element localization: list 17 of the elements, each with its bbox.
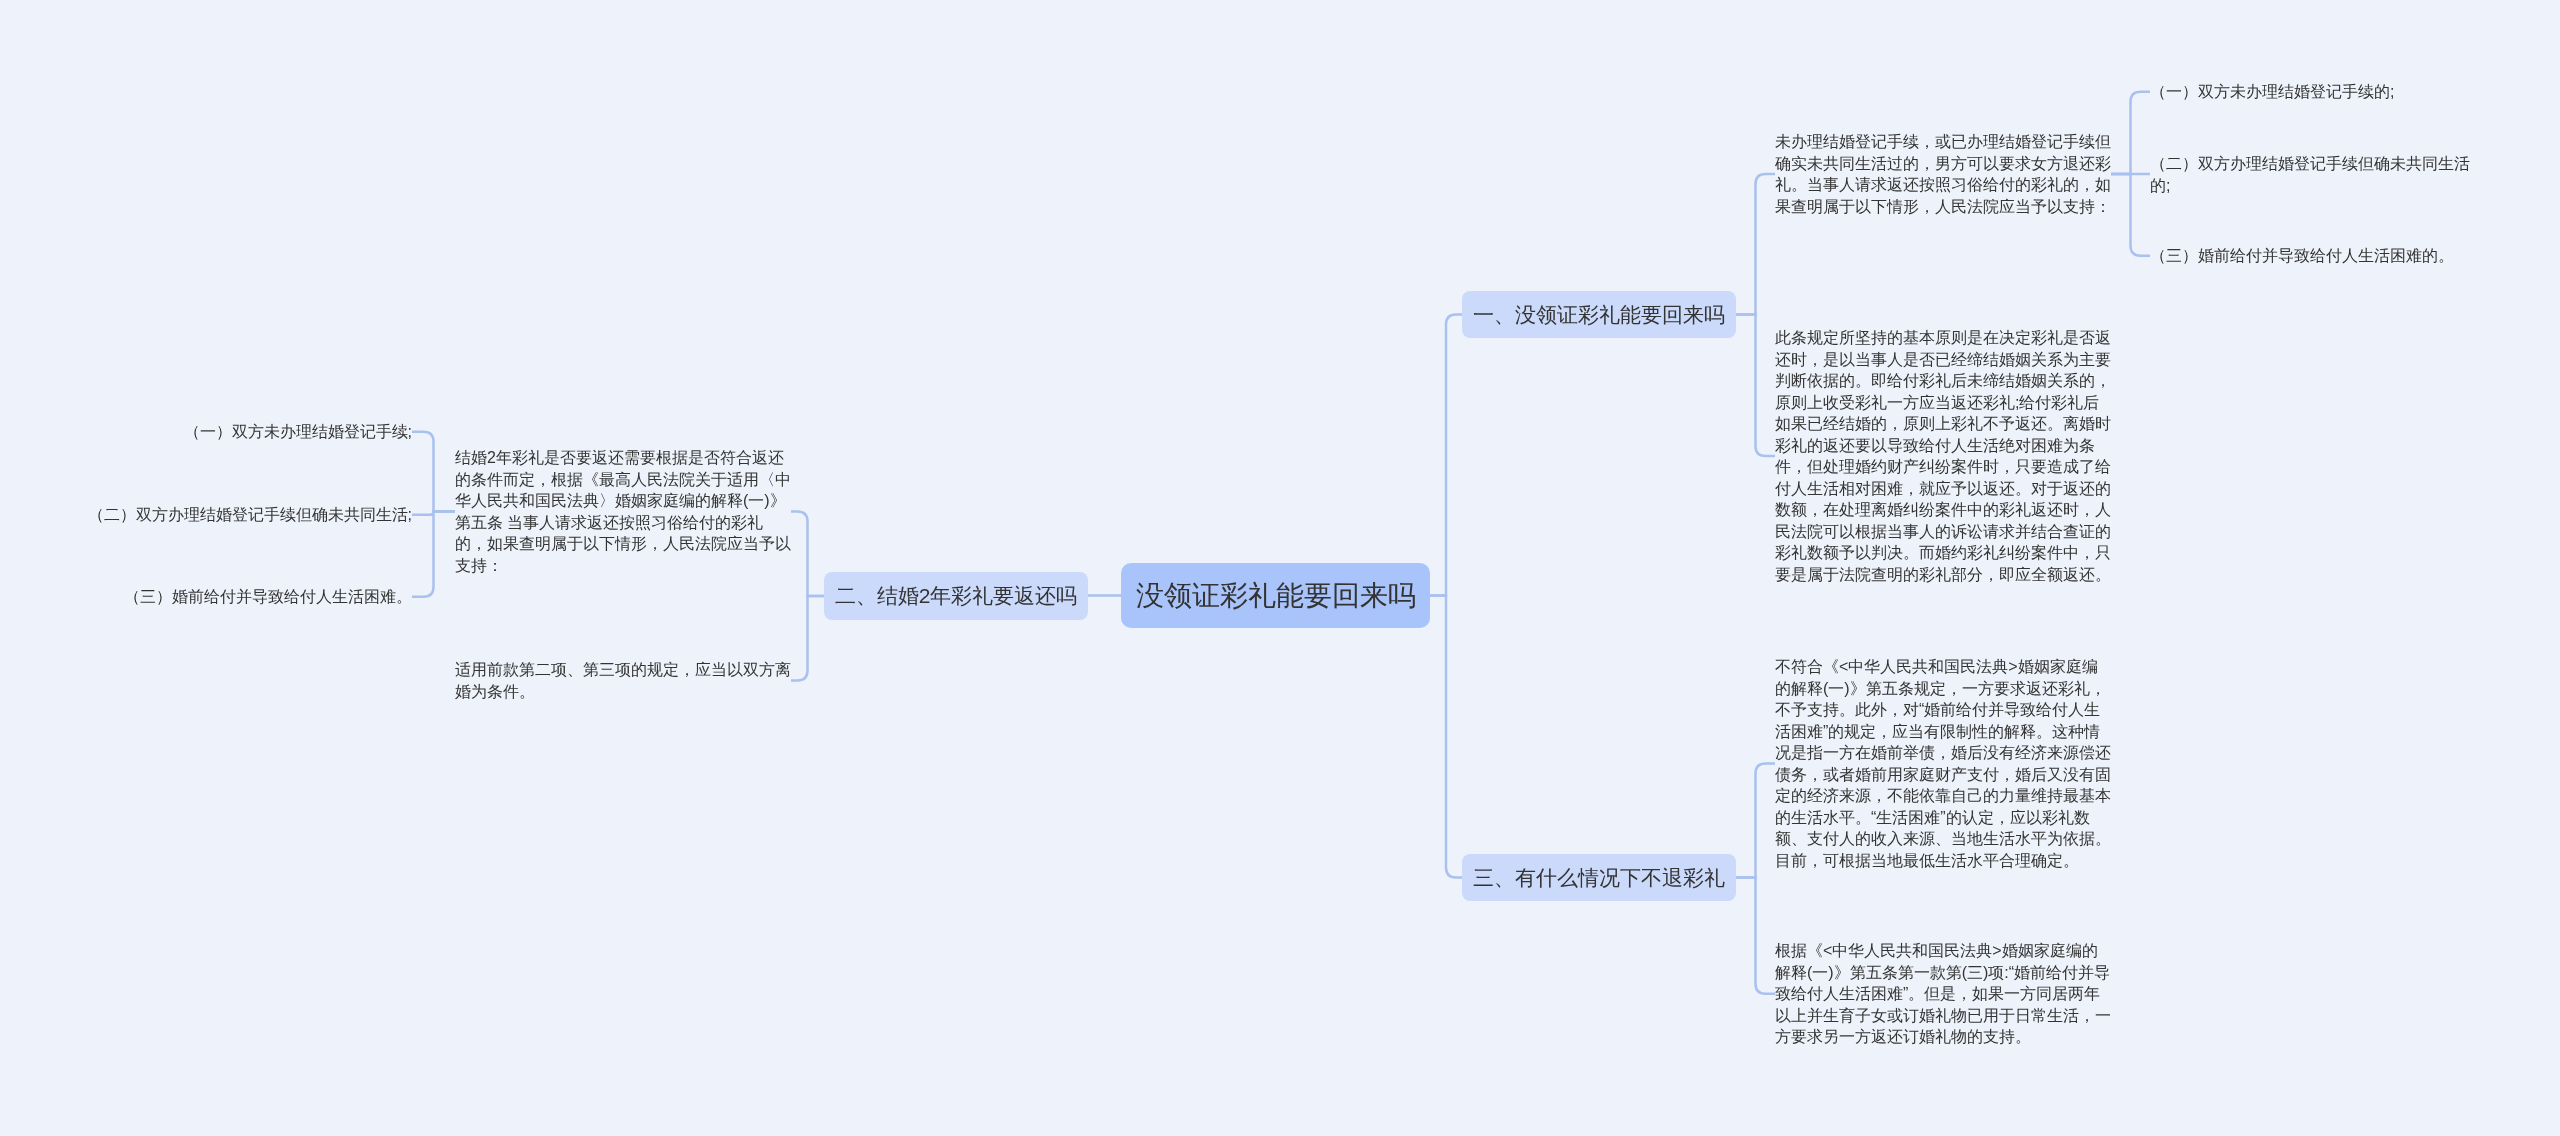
topic-box: 三、有什么情况下不退彩礼 <box>1462 854 1736 901</box>
central-topic-box: 没领证彩礼能要回来吗 <box>1121 563 1430 628</box>
note-text: （三）婚前给付并导致给付人生活困难的。 <box>2150 245 2454 267</box>
note-text: （一）双方未办理结婚登记手续的; <box>2150 81 2395 103</box>
note-text: 未办理结婚登记手续，或已办理结婚登记手续但确实未共同生活过的，男方可以要求女方退还彩礼。当事人请求返还按照习俗给付的彩礼的，如果查明属于以下情形，人民法院应当予以支持： <box>1775 131 2111 217</box>
note-text: （二）双方办理结婚登记手续但确未共同生活的; <box>2150 153 2490 196</box>
note-text: （三）婚前给付并导致给付人生活困难。 <box>124 586 412 608</box>
note-text: 此条规定所坚持的基本原则是在决定彩礼是否返还时，是以当事人是否已经缔结婚姻关系为主要判断依据的。即给付彩礼后未缔结婚姻关系的，原则上收受彩礼一方应当返还彩礼;给付彩礼后如果已经结婚的，原则上彩礼不予返还。离婚时彩礼的返还要以导致给付人生活绝对困难为条件，但处理婚约财产纠纷案件时，只要造成了给付人生活相对困难，就应予以返还。对于返还的数额，在处理离婚纠纷案件中的彩礼返还时，人民法院可以根据当事人的诉讼请求并结合查证的彩礼数额予以判决。而婚约彩礼纠纷案件中，只要是属于法院查明的彩礼部分，即应全额返还。 <box>1775 327 2111 585</box>
topic-box: 一、没领证彩礼能要回来吗 <box>1462 291 1736 338</box>
topic-box: 二、结婚2年彩礼要返还吗 <box>824 572 1088 620</box>
note-text: 不符合《<中华人民共和国民法典>婚姻家庭编的解释(一)》第五条规定，一方要求返还彩礼，不予支持。此外，对“婚前给付并导致给付人生活困难”的规定，应当有限制性的解释。这种情况是指一方在婚前举债，婚后没有经济来源偿还债务，或者婚前用家庭财产支付，婚后又没有固定的经济来源，不能依靠自己的力量维持最基本的生活水平。“生活困难”的认定，应以彩礼数额、支付人的收入来源、当地生活水平为依据。目前，可根据当地最低生活水平合理确定。 <box>1775 656 2111 871</box>
note-text: 根据《<中华人民共和国民法典>婚姻家庭编的解释(一)》第五条第一款第(三)项:“婚前给付并导致给付人生活困难”。但是，如果一方同居两年以上并生育子女或订婚礼物已用于日常生活，一方要求另一方返还订婚礼物的支持。 <box>1775 940 2111 1048</box>
note-text: （一）双方未办理结婚登记手续; <box>183 421 412 443</box>
note-text: 结婚2年彩礼是否要返还需要根据是否符合返还的条件而定，根据《最高人民法院关于适用〈中华人民共和国民法典〉婚姻家庭编的解释(一)》第五条 当事人请求返还按照习俗给付的彩礼的，如果查明属于以下情形，人民法院应当予以支持： <box>455 447 791 576</box>
note-text: （二）双方办理结婚登记手续但确未共同生活; <box>87 504 412 526</box>
note-text: 适用前款第二项、第三项的规定，应当以双方离婚为条件。 <box>455 659 791 702</box>
connector-line <box>1088 594 1121 597</box>
